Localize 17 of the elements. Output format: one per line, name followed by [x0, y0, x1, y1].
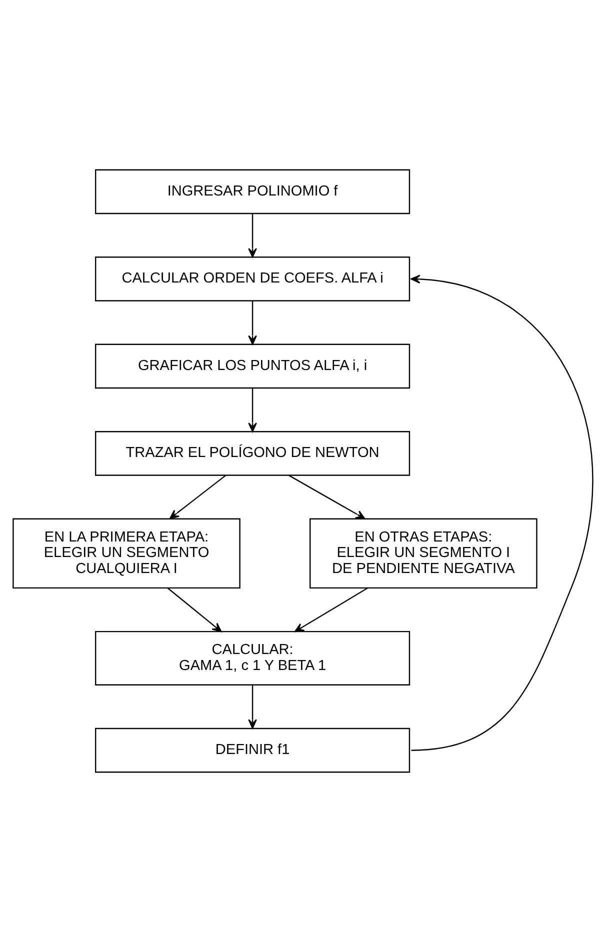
arrow	[248, 300, 257, 344]
arrow	[169, 474, 226, 519]
node-box: TRAZAR EL POLÍGONO DE NEWTON	[95, 430, 410, 476]
arrow	[288, 474, 366, 519]
arrow	[167, 587, 222, 632]
arrow	[410, 274, 594, 750]
arrow	[248, 684, 257, 728]
node-box: INGRESAR POLINOMIO f	[95, 168, 410, 214]
node-box: CALCULAR: GAMA 1, c 1 Y BETA 1	[95, 630, 410, 685]
node-box: GRAFICAR LOS PUNTOS ALFA i, i	[95, 343, 410, 388]
arrow	[248, 388, 257, 432]
arrow	[294, 587, 368, 632]
arrow	[248, 213, 257, 258]
node-box: DEFINIR f1	[95, 727, 410, 772]
node-box: EN LA PRIMERA ETAPA: ELEGIR UN SEGMENTO CUALQUIERA I	[12, 518, 240, 588]
node-box: EN OTRAS ETAPAS: ELEGIR UN SEGMENTO I DE PENDIENTE NEGATIVA	[310, 518, 538, 588]
node-box: CALCULAR ORDEN DE COEFS. ALFA i	[95, 256, 410, 301]
